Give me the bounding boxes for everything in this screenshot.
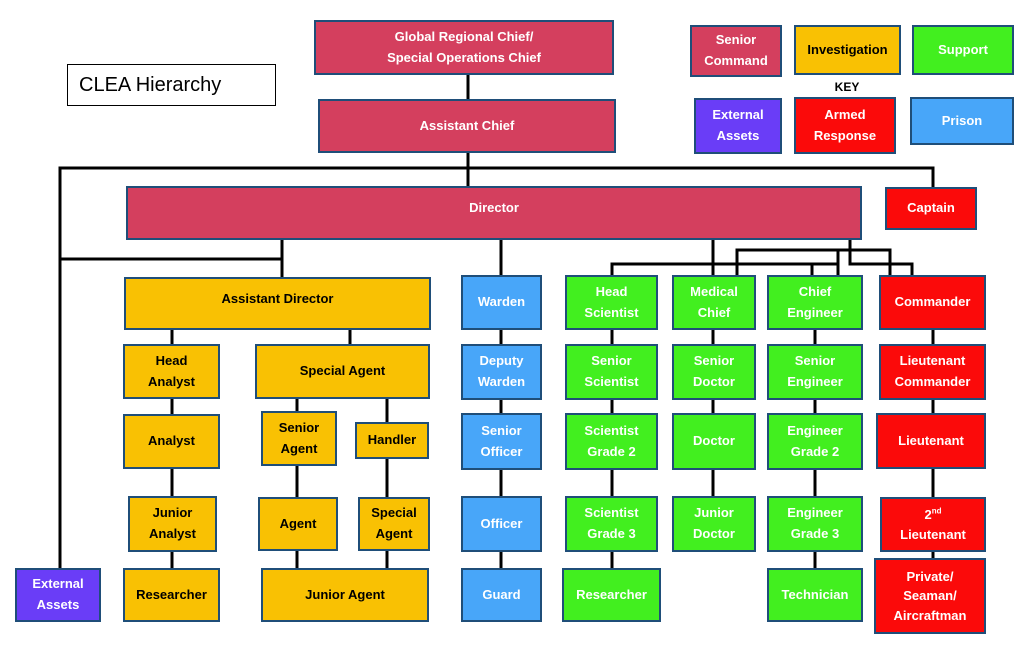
second-lieutenant-ordinal: nd xyxy=(931,506,942,516)
node-second-lieutenant: 2nd Lieutenant xyxy=(880,497,986,552)
node-senior-agent: Senior Agent xyxy=(261,411,337,466)
chart-title: CLEA Hierarchy xyxy=(67,64,276,106)
node-lieutenant: Lieutenant xyxy=(876,413,986,469)
node-senior-officer: Senior Officer xyxy=(461,413,542,470)
node-scientist-grade-2: Scientist Grade 2 xyxy=(565,413,658,470)
node-guard: Guard xyxy=(461,568,542,622)
second-lieutenant-word: Lieutenant xyxy=(900,526,966,542)
node-scientist-grade-3: Scientist Grade 3 xyxy=(565,496,658,552)
node-junior-doctor: Junior Doctor xyxy=(672,496,756,552)
key-external-assets: External Assets xyxy=(694,98,782,154)
node-private-seaman-aircraftman: Private/ Seaman/ Aircraftman xyxy=(874,558,986,634)
node-researcher-investigation: Researcher xyxy=(123,568,220,622)
key-senior-command: Senior Command xyxy=(690,25,782,77)
node-medical-chief: Medical Chief xyxy=(672,275,756,330)
node-head-scientist: Head Scientist xyxy=(565,275,658,330)
node-officer: Officer xyxy=(461,496,542,552)
node-special-agent-2: Special Agent xyxy=(358,497,430,551)
node-researcher-support: Researcher xyxy=(562,568,661,622)
node-commander: Commander xyxy=(879,275,986,330)
node-captain: Captain xyxy=(885,187,977,230)
node-special-agent: Special Agent xyxy=(255,344,430,399)
key-investigation: Investigation xyxy=(794,25,901,75)
node-chief-engineer: Chief Engineer xyxy=(767,275,863,330)
node-agent: Agent xyxy=(258,497,338,551)
node-senior-doctor: Senior Doctor xyxy=(672,344,756,400)
second-lieutenant-rank: 2nd xyxy=(924,505,941,525)
node-technician: Technician xyxy=(767,568,863,622)
second-lieutenant-number: 2 xyxy=(924,507,932,522)
node-lieutenant-commander: Lieutenant Commander xyxy=(879,344,986,400)
node-warden: Warden xyxy=(461,275,542,330)
node-engineer-grade-3: Engineer Grade 3 xyxy=(767,496,863,552)
node-junior-analyst: Junior Analyst xyxy=(128,496,217,552)
node-global-regional-chief: Global Regional Chief/ Special Operation… xyxy=(314,20,614,75)
node-deputy-warden: Deputy Warden xyxy=(461,344,542,400)
node-assistant-director: Assistant Director xyxy=(124,277,431,330)
key-heading: KEY xyxy=(834,80,860,94)
node-senior-engineer: Senior Engineer xyxy=(767,344,863,400)
node-head-analyst: Head Analyst xyxy=(123,344,220,399)
node-analyst: Analyst xyxy=(123,414,220,469)
node-assistant-chief: Assistant Chief xyxy=(318,99,616,153)
node-handler: Handler xyxy=(355,422,429,459)
key-support: Support xyxy=(912,25,1014,75)
node-senior-scientist: Senior Scientist xyxy=(565,344,658,400)
key-prison: Prison xyxy=(910,97,1014,145)
node-director: Director xyxy=(126,186,862,240)
key-armed-response: Armed Response xyxy=(794,97,896,154)
node-external-assets: External Assets xyxy=(15,568,101,622)
node-doctor: Doctor xyxy=(672,413,756,470)
node-junior-agent: Junior Agent xyxy=(261,568,429,622)
node-engineer-grade-2: Engineer Grade 2 xyxy=(767,413,863,470)
